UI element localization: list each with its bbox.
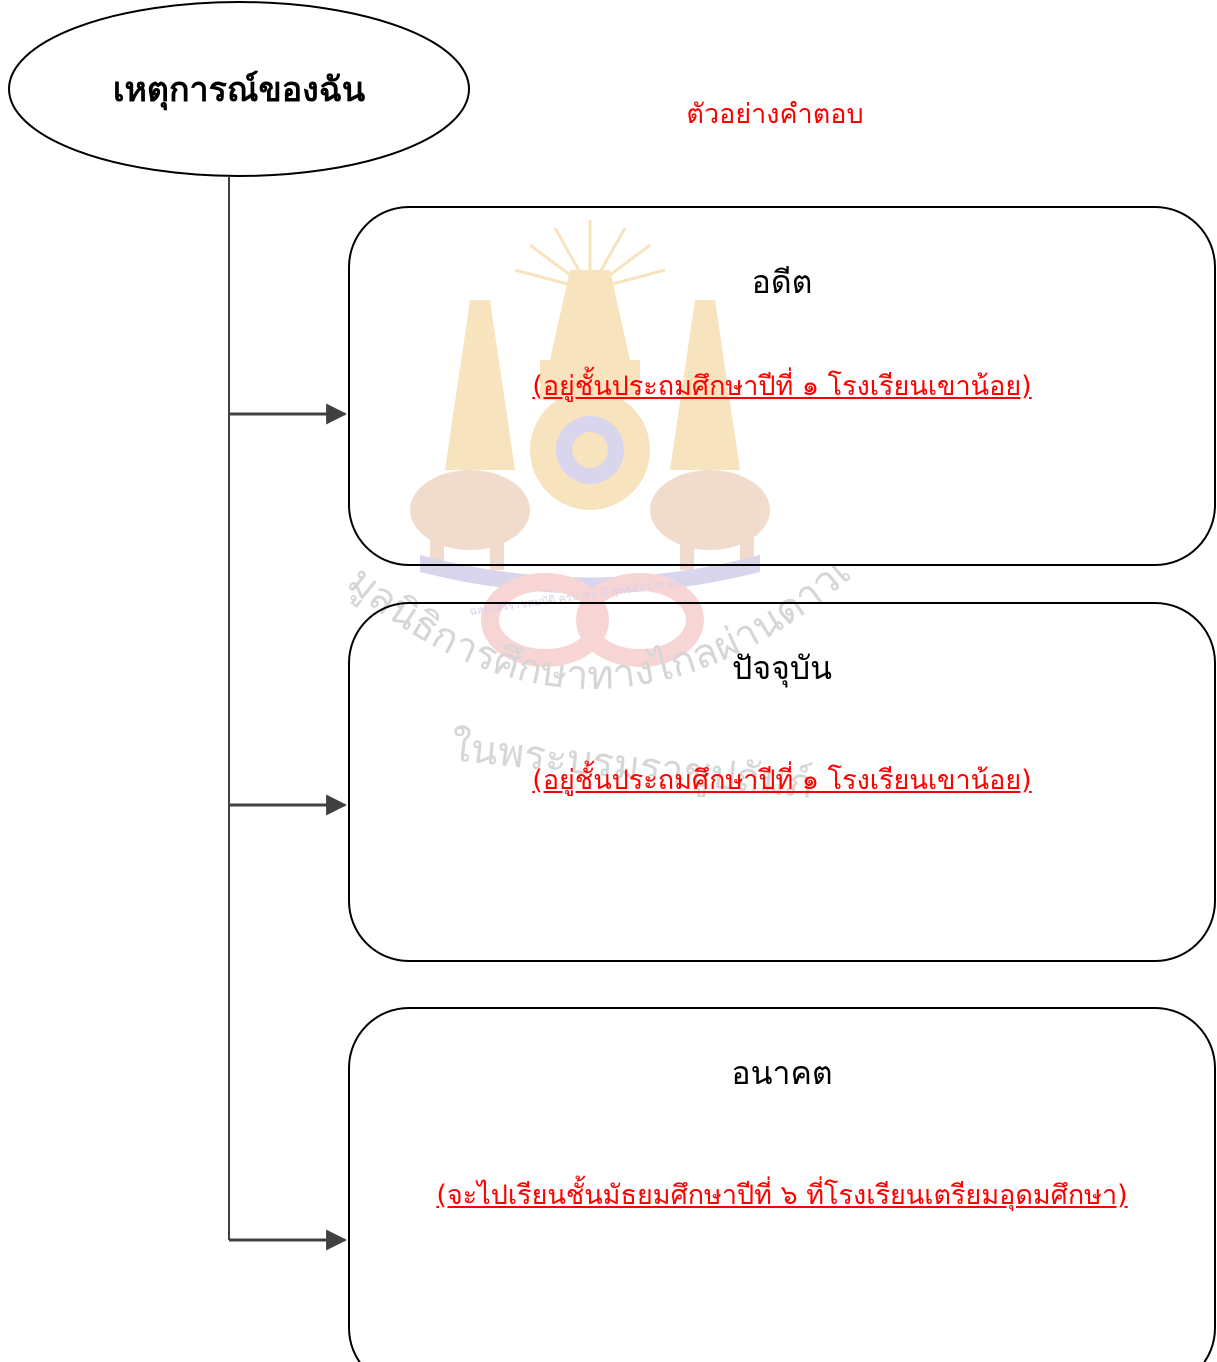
future-box: อนาคต (จะไปเรียนชั้นมัธยมศึกษาปีที่ ๖ ที… (349, 1008, 1215, 1362)
root-ellipse (8, 1, 470, 177)
present-answer: (อยู่ชั้นประถมศึกษาปีที่ ๑ โรงเรียนเขาน้… (532, 765, 1032, 796)
future-title: อนาคต (731, 1054, 833, 1092)
watermark-emblem (410, 220, 770, 667)
present-title: ปัจจุบัน (732, 649, 832, 687)
present-box-border (348, 602, 1216, 962)
past-box-border (348, 206, 1216, 566)
future-answer: (จะไปเรียนชั้นมัธยมศึกษาปีที่ ๖ ที่โรงเร… (436, 1180, 1128, 1211)
example-answer-note: ตัวอย่างคำตอบ (686, 99, 864, 130)
past-title: อดีต (751, 263, 813, 301)
root-label: เหตุการณ์ของฉัน (112, 70, 366, 110)
past-answer: (อยู่ชั้นประถมศึกษาปีที่ ๑ โรงเรียนเขาน้… (532, 371, 1032, 402)
present-box: ปัจจุบัน (อยู่ชั้นประถมศึกษาปีที่ ๑ โรงเ… (349, 603, 1215, 961)
past-box: อดีต (อยู่ชั้นประถมศึกษาปีที่ ๑ โรงเรียน… (349, 207, 1215, 565)
future-box-border (348, 1007, 1216, 1362)
